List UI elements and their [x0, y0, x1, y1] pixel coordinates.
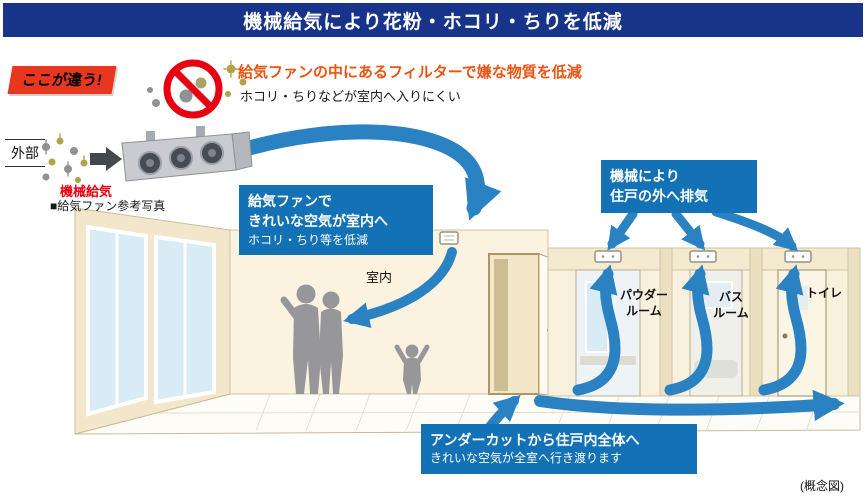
room-label-bath: バス ルーム — [713, 290, 749, 320]
exhaust-vent-icon — [594, 250, 622, 263]
concept-note: (概念図) — [800, 479, 844, 493]
exhaust-vent-icon — [689, 250, 717, 263]
undercut-callout-line1: アンダーカットから住戸内全体へ — [430, 432, 640, 448]
wall-divider — [749, 247, 763, 397]
supply-callout-line3: ホコリ・ちり等を低減 — [248, 232, 369, 247]
airflow-arrows — [234, 124, 845, 437]
mechanical-supply-label: 機械給気 — [60, 184, 113, 199]
filter-subline: ホコリ・ちりなどが室内へ入りにくい — [240, 89, 461, 104]
interior-label: 室内 — [366, 270, 393, 285]
supply-callout: 給気ファンで きれいな空気が室内へ ホコリ・ちり等を低減 — [239, 185, 433, 255]
page-title: 機械給気により花粉・ホコリ・ちりを低減 — [3, 3, 863, 37]
exhaust-vent-icon — [784, 250, 812, 263]
up-arrow-toilet — [758, 264, 807, 396]
ceiling-vent-icon — [439, 231, 459, 245]
filter-headline: 給気ファンの中にあるフィルターで嫌な物質を低減 — [238, 64, 582, 81]
difference-badge-label: ここが違う! — [20, 72, 104, 89]
exhaust-arrow-powder — [607, 209, 638, 251]
supply-callout-line2: きれいな空気が室内へ — [248, 213, 388, 230]
wall-divider — [659, 247, 673, 397]
window — [86, 224, 148, 417]
indoor-spread-arrow — [343, 247, 457, 328]
exhaust-arrow-toilet — [711, 207, 799, 252]
ventilation-unit-photo — [121, 126, 253, 182]
wall-divider — [847, 247, 861, 397]
room-label-toilet: トイレ — [805, 286, 842, 300]
supply-airflow-arrow — [234, 124, 502, 221]
window — [154, 234, 216, 405]
exhaust-callout: 機械により 住戸の外へ排気 — [601, 160, 757, 213]
door — [488, 253, 558, 397]
difference-badge: ここが違う! — [7, 66, 117, 94]
up-arrow-powder — [572, 264, 621, 396]
pollen-particle-icons — [147, 60, 247, 107]
undercut-callout: アンダーカットから住戸内全体へ きれいな空気が全室へ行き渡ります — [421, 424, 697, 474]
supply-callout-line1: 給気ファンで — [248, 193, 332, 209]
room-label-powder: パウダー ルーム — [619, 288, 668, 318]
exhaust-callout-line1: 機械により — [610, 168, 680, 184]
dust-particle-icons — [42, 133, 88, 183]
page-title-text: 機械給気により花粉・ホコリ・ちりを低減 — [243, 11, 623, 33]
corridor-flow-arrow — [534, 389, 845, 422]
outside-label: 外部 — [5, 139, 45, 167]
prohibition-icon — [147, 59, 247, 119]
exhaust-arrow-bath — [671, 209, 706, 251]
up-arrow-bath — [664, 264, 713, 396]
outside-inflow-arrow — [90, 147, 122, 171]
exhaust-callout-line2: 住戸の外へ排気 — [610, 188, 708, 205]
undercut-callout-line2: きれいな空気が全室へ行き渡ります — [430, 451, 623, 466]
photo-caption: ■給気ファン参考写真 — [50, 199, 166, 213]
people-silhouettes — [280, 284, 430, 394]
